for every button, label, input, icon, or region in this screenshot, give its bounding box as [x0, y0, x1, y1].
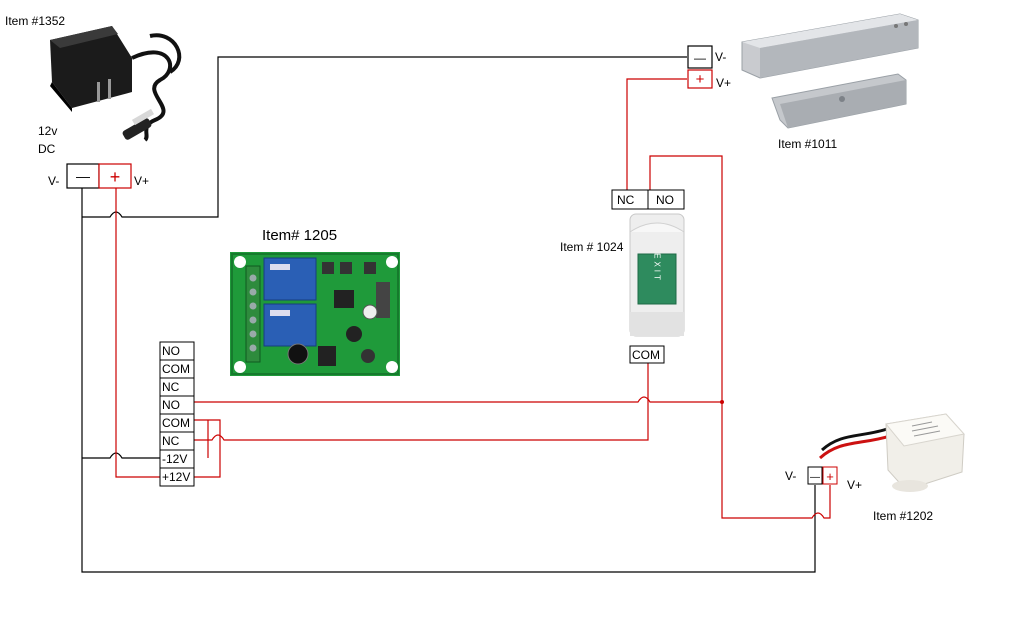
adapter-dc-label: DC [38, 142, 56, 156]
maglock-v-minus-label: V- [715, 50, 726, 64]
button-com-terminal [629, 345, 665, 364]
relay-terminal-cell [159, 467, 195, 487]
relay-terminal-label: COM [162, 362, 190, 376]
relay-terminal-label: NC [162, 380, 180, 394]
buzzer-positive-symbol: + [826, 469, 834, 484]
positive-wires [115, 78, 831, 519]
exit-button-face-text: EXIT [653, 253, 662, 283]
button-no-terminal [647, 189, 685, 210]
adapter-negative-symbol: — [76, 168, 90, 184]
adapter-item-label: Item #1352 [5, 14, 65, 28]
relay-terminal-block: NO COM NC NO COM NC -12V +12V [159, 341, 195, 487]
exit-button-item-label: Item # 1024 [560, 240, 624, 254]
relay-board-item-label: Item# 1205 [262, 227, 337, 244]
relay-board-image [230, 252, 400, 376]
adapter-voltage-label: 12v [38, 124, 57, 138]
adapter-positive-symbol: + [110, 167, 121, 187]
maglock-positive-terminal [687, 69, 713, 89]
maglock-item-label: Item #1011 [778, 137, 837, 151]
maglock-negative-terminal [687, 45, 713, 69]
maglock-v-plus-label: V+ [716, 76, 731, 90]
buzzer-v-minus-label: V- [785, 469, 796, 483]
adapter-v-minus-label: V- [48, 174, 59, 188]
relay-terminal-label: NO [162, 344, 180, 358]
maglock-negative-symbol: — [694, 51, 706, 65]
buzzer-item-label: Item #1202 [873, 509, 933, 523]
buzzer-v-plus-label: V+ [847, 478, 862, 492]
relay-terminal-label: +12V [162, 470, 190, 484]
relay-terminal-label: -12V [162, 452, 187, 466]
button-no-label: NO [656, 193, 674, 207]
relay-terminal-label: NO [162, 398, 180, 412]
adapter-positive-terminal [98, 163, 132, 189]
maglock-image [741, 13, 919, 129]
buzzer-negative-symbol: — [810, 472, 820, 483]
maglock-positive-symbol: + [696, 71, 705, 88]
buzzer-positive-terminal [822, 466, 838, 485]
power-adapter-image [50, 26, 182, 142]
adapter-v-plus-label: V+ [134, 174, 149, 188]
relay-terminal-label: COM [162, 416, 190, 430]
buzzer-negative-terminal [807, 466, 823, 485]
exit-button-image [629, 213, 685, 337]
wire-junction-dot [720, 400, 724, 404]
button-nc-label: NC [617, 193, 635, 207]
relay-terminal-label: NC [162, 434, 180, 448]
button-com-label: COM [632, 348, 660, 362]
negative-wires [81, 56, 816, 573]
buzzer-image [818, 413, 965, 492]
